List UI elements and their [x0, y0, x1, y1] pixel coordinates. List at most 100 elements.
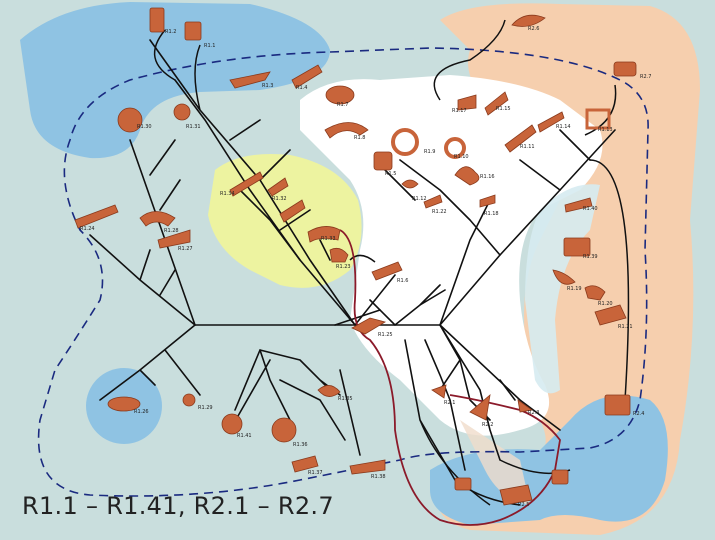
label-r1-3: R1.3	[262, 83, 273, 89]
label-r1-4: R1.4	[296, 85, 307, 91]
object-r1-13	[585, 108, 611, 130]
object-r1-41	[221, 413, 243, 435]
label-r1-19: R1.19	[567, 286, 582, 292]
label-r1-29: R1.29	[198, 405, 213, 411]
label-r2-7: R2.7	[640, 74, 651, 80]
object-r1-38	[349, 459, 386, 475]
label-r2-6: R2.6	[528, 26, 539, 32]
object-r1-10	[444, 137, 466, 159]
object-r1-4	[291, 64, 323, 89]
label-r1-41: R1.41	[237, 433, 252, 439]
label-r1-24: R1.24	[80, 226, 95, 232]
object-r1-36	[271, 417, 297, 443]
label-r2-2: R2.2	[482, 422, 493, 428]
object-r2-5-b	[551, 469, 569, 485]
object-r1-17	[457, 94, 477, 111]
label-r1-22: R1.22	[432, 209, 447, 215]
object-r1-25	[351, 317, 387, 335]
object-r1-8	[324, 122, 369, 139]
object-r1-34	[229, 171, 264, 197]
object-r1-40	[564, 197, 593, 213]
object-r1-27	[157, 229, 191, 249]
object-r1-18	[479, 194, 496, 208]
object-r1-1	[184, 21, 202, 41]
label-r1-15: R1.15	[496, 106, 511, 112]
label-r2-4: R2.4	[633, 411, 644, 417]
object-r1-37	[291, 455, 319, 473]
label-r1-27: R1.27	[178, 246, 193, 252]
label-r1-40: R1.40	[583, 206, 598, 212]
object-r1-30	[117, 107, 143, 133]
object-r1-22	[423, 194, 443, 209]
red-connector	[339, 229, 561, 526]
label-r1-10: R1.10	[454, 154, 469, 160]
object-r1-20	[584, 285, 606, 301]
object-r1-12	[401, 179, 419, 189]
label-r1-33: R1.33	[321, 236, 336, 242]
label-r1-34: R1.34	[220, 191, 235, 197]
object-r2-7	[613, 61, 637, 77]
object-r1-26	[107, 396, 141, 412]
blue-region-bottom-right	[430, 395, 668, 525]
label-r1-20: R1.20	[598, 301, 613, 307]
object-r2-4	[604, 394, 631, 416]
label-r1-23: R1.23	[336, 264, 351, 270]
label-r1-18: R1.18	[484, 211, 499, 217]
object-r1-21	[594, 304, 627, 326]
object-r1-5	[373, 151, 393, 171]
object-r1-28	[139, 211, 176, 227]
object-r1-19	[552, 269, 576, 285]
object-r1-32	[267, 177, 289, 197]
object-r2-2	[469, 393, 491, 421]
label-r1-21: R1.21	[618, 324, 633, 330]
label-r1-2: R1.2	[165, 29, 176, 35]
label-r1-38: R1.38	[371, 474, 386, 480]
label-r1-16: R1.16	[480, 174, 495, 180]
object-r1-29	[182, 393, 196, 407]
object-r1-2-b	[279, 199, 306, 223]
object-r2-1	[431, 384, 447, 399]
object-r1-7	[325, 85, 355, 105]
object-r1-31	[173, 103, 191, 121]
peach-tail	[460, 420, 530, 505]
label-r1-6: R1.6	[397, 278, 408, 284]
label-r1-8: R1.8	[354, 135, 365, 141]
object-r1-3	[229, 71, 271, 89]
object-r1-16	[454, 166, 480, 186]
caption: R1.1 – R1.41, R2.1 – R2.7	[22, 492, 334, 520]
object-r1-2	[149, 7, 165, 33]
object-r1-35	[317, 385, 341, 397]
label-r1-36: R1.36	[293, 442, 308, 448]
label-r1-32: R1.32	[272, 196, 287, 202]
object-r1-14	[537, 111, 565, 133]
label-r1-17: R1.17	[452, 108, 467, 114]
object-r1-23	[329, 247, 349, 263]
object-r1-33	[307, 226, 341, 243]
label-r1-26: R1.26	[134, 409, 149, 415]
objects	[74, 7, 637, 506]
label-r1-30: R1.30	[137, 124, 152, 130]
label-r1-12: R1.12	[412, 196, 427, 202]
label-r1-7: R1.7	[337, 102, 348, 108]
label-r1-14: R1.14	[556, 124, 571, 130]
label-r1-5: R1.5	[385, 171, 396, 177]
object-r2-6	[511, 14, 546, 27]
label-r1-39: R1.39	[583, 254, 598, 260]
label-r1-37: R1.37	[308, 470, 323, 476]
label-r1-35: R1.35	[338, 396, 353, 402]
label-r1-1: R1.1	[204, 43, 215, 49]
label-r1-25: R1.25	[378, 332, 393, 338]
object-r1-15	[484, 91, 509, 116]
label-r1-13: R1.13	[598, 127, 613, 133]
label-r1-28: R1.28	[164, 228, 179, 234]
labels: R1.2 R1.1 R1.3 R1.4 R2.6 R2.7 R1.30 R1.3…	[80, 26, 651, 508]
object-r1-11	[504, 124, 537, 153]
label-r1-11: R1.11	[520, 144, 535, 150]
object-r2-3	[517, 399, 534, 413]
label-r2-3: R2.3	[528, 410, 539, 416]
label-r2-5: R2.5	[518, 502, 529, 508]
object-r2-5	[499, 484, 533, 506]
object-r1-9	[391, 128, 419, 156]
